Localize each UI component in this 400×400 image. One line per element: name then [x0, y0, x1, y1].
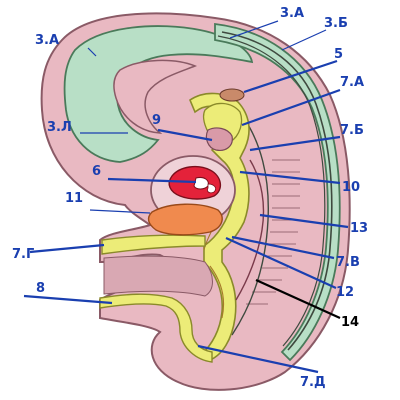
- label-7d: 7.Д: [300, 375, 326, 390]
- label-6: 6: [92, 164, 101, 179]
- pharyngeal-pouch-9: [205, 127, 233, 151]
- label-13: 13: [350, 221, 368, 236]
- label-14: 14: [341, 315, 359, 330]
- dorsal-aorta-band: [235, 159, 265, 301]
- heart-chamber-highlight: [193, 177, 209, 190]
- label-7v: 7.В: [336, 255, 360, 270]
- neural-tube-band: [214, 22, 341, 362]
- somites: [246, 159, 300, 305]
- otic-node: [219, 88, 245, 102]
- neural-canal-inner: [217, 35, 326, 347]
- heart-chamber-highlight-2: [207, 183, 216, 194]
- label-10: 10: [342, 180, 360, 195]
- label-9: 9: [152, 113, 161, 128]
- label-11: 11: [65, 191, 83, 206]
- liver-bud: [147, 203, 223, 236]
- label-8: 8: [36, 281, 45, 296]
- ventral-mesenchyme: [103, 255, 213, 297]
- label-7b: 7.Б: [340, 123, 364, 138]
- label-3a-top: 3.А: [280, 6, 304, 21]
- label-7g: 7.Г: [12, 247, 34, 262]
- oral-channel: [101, 234, 206, 255]
- label-3l: 3.Л: [47, 120, 72, 135]
- notochord: [231, 109, 269, 336]
- neural-canal: [221, 31, 333, 351]
- forebrain-ventricle: [113, 59, 198, 134]
- leader-lines: [23, 20, 349, 374]
- label-7a: 7.А: [340, 75, 364, 90]
- label-3a-left: 3.А: [35, 33, 59, 48]
- hindgut-channel: [99, 293, 213, 363]
- label-3b: 3.Б: [324, 16, 348, 31]
- label-5: 5: [334, 47, 343, 62]
- label-12: 12: [336, 285, 354, 300]
